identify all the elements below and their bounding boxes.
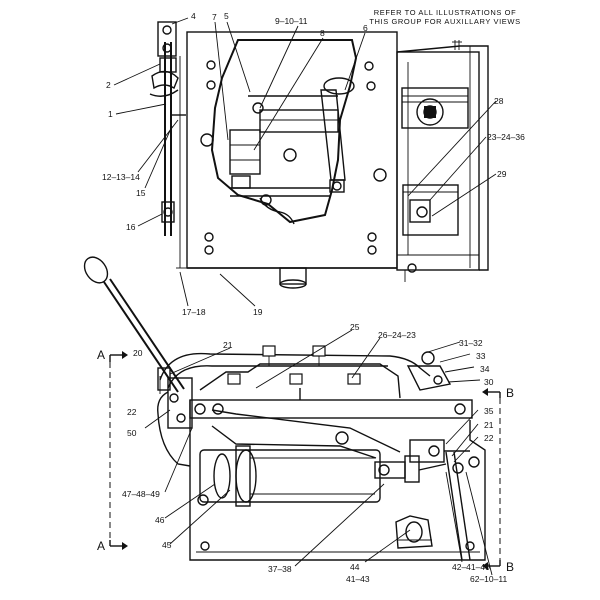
lever-assembly xyxy=(149,21,190,269)
callout-41-43: 41–43 xyxy=(346,574,370,584)
callout-50: 50 xyxy=(127,428,137,438)
callout-34: 34 xyxy=(480,364,490,374)
bottom-bracket xyxy=(395,515,433,549)
callout-31-32: 31–32 xyxy=(459,338,483,348)
cylinder-6 xyxy=(320,77,355,193)
note-line-2: THIS GROUP FOR AUXILLARY VIEWS xyxy=(369,17,520,26)
cutout-opening xyxy=(210,39,358,224)
callout-21-top: 21 xyxy=(223,340,233,350)
callout-22-right: 22 xyxy=(484,433,494,443)
callout-23-24-36: 23–24–36 xyxy=(487,132,525,142)
callout-46: 46 xyxy=(155,515,165,525)
callout-1: 1 xyxy=(108,109,113,119)
lower-frame xyxy=(189,400,486,561)
callout-8: 8 xyxy=(320,28,325,38)
callout-35: 35 xyxy=(484,406,494,416)
callout-42-41-40: 42–41–40 xyxy=(452,562,490,572)
upper-view xyxy=(149,21,489,289)
callout-16: 16 xyxy=(126,222,136,232)
callout-4: 4 xyxy=(191,11,196,21)
callout-62-10-11: 62–10–11 xyxy=(470,574,507,584)
callout-7: 7 xyxy=(212,12,217,22)
callout-15: 15 xyxy=(136,188,146,198)
main-bar xyxy=(189,399,473,419)
callout-19: 19 xyxy=(253,307,263,317)
right-linkage xyxy=(406,351,471,561)
callout-2: 2 xyxy=(106,80,111,90)
section-a-top-label: A xyxy=(97,348,105,362)
rear-housing xyxy=(396,51,480,271)
drum xyxy=(416,98,444,126)
section-a-markers: A A xyxy=(97,348,128,553)
callout-9-10-11: 9–10–11 xyxy=(275,16,308,26)
callout-33: 33 xyxy=(476,351,486,361)
hydraulic-cylinder xyxy=(199,445,447,507)
section-b-top-label: B xyxy=(506,386,514,400)
callout-29: 29 xyxy=(497,169,507,179)
callout-20: 20 xyxy=(133,348,143,358)
callout-12-13-14: 12–13–14 xyxy=(102,172,140,182)
callout-25: 25 xyxy=(350,322,360,332)
callout-labels: 4 5 9–10–11 8 7 6 2 1 12–13–14 15 16 17–… xyxy=(102,11,525,584)
latch xyxy=(409,199,431,223)
callout-21-right: 21 xyxy=(484,420,494,430)
callout-28: 28 xyxy=(494,96,504,106)
control-lever xyxy=(83,256,185,393)
callout-5: 5 xyxy=(224,11,229,21)
callout-6: 6 xyxy=(363,23,368,33)
callout-30: 30 xyxy=(484,377,494,387)
callout-47-48-49: 47–48–49 xyxy=(122,489,160,499)
note-line-1: REFER TO ALL ILLUSTRATIONS OF xyxy=(374,8,517,17)
callout-37-38: 37–38 xyxy=(268,564,292,574)
section-b-bottom-label: B xyxy=(506,560,514,574)
callout-45: 45 xyxy=(162,540,172,550)
callout-26-24-23: 26–24–23 xyxy=(378,330,416,340)
lower-view: A A B B xyxy=(83,256,514,574)
callout-17-18: 17–18 xyxy=(182,307,206,317)
leader-lines xyxy=(113,17,497,576)
section-b-markers: B B xyxy=(482,386,514,574)
section-a-bottom-label: A xyxy=(97,539,105,553)
top-bracket xyxy=(159,345,431,399)
angled-arm xyxy=(211,409,401,453)
callout-44: 44 xyxy=(350,562,360,572)
callout-22-left: 22 xyxy=(127,407,137,417)
